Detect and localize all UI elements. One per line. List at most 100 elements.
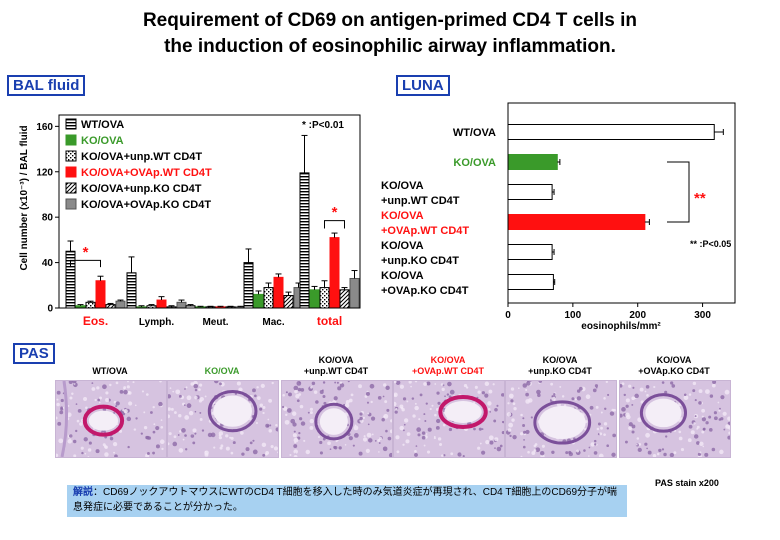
bal-bar	[309, 289, 320, 309]
bal-bar	[126, 272, 137, 309]
bal-total-bracket	[324, 220, 345, 229]
luna-x-tick-label: 100	[565, 310, 582, 321]
luna-bracket	[667, 161, 690, 223]
bal-legend-swatch	[65, 118, 77, 130]
bal-bar	[329, 237, 340, 309]
luna-category-label: WT/OVA	[453, 127, 496, 139]
bal-bar	[253, 293, 264, 309]
bal-category-label: Lymph.	[139, 317, 174, 328]
pas-histology-image	[505, 380, 617, 458]
luna-x-tick-label: 200	[629, 310, 646, 321]
bal-legend-swatch	[65, 182, 77, 194]
bal-bar	[299, 172, 310, 309]
bal-bar	[319, 287, 330, 309]
bal-fluid-chart: Cell number (x10⁻³) / BAL fluid 0 40 80 120…	[19, 114, 361, 328]
bal-legend-swatch	[65, 166, 77, 178]
luna-category-label: KO/OVA	[453, 157, 496, 169]
explanation-text: ：CD69ノックアウトマウスにWTのCD4 T細胞を移入した時のみ気道炎症が再現…	[73, 487, 618, 513]
pas-histology-image	[281, 380, 393, 458]
pas-panel-label-line: +OVAp.KO CD4T	[638, 366, 710, 376]
explanation-keyword: 解説	[73, 487, 93, 498]
bal-bar	[95, 280, 106, 309]
bal-y-axis-label: Cell number (x10⁻³) / BAL fluid	[19, 125, 30, 270]
page-subtitle: the induction of eosinophilic airway inf…	[164, 36, 616, 57]
bal-legend-swatch	[65, 134, 77, 146]
bal-significance-note: * :P<0.01	[302, 120, 344, 131]
bal-legend-label: KO/OVA+unp.WT CD4T	[81, 151, 202, 163]
pas-panel-label-line: +unp.WT CD4T	[303, 366, 369, 376]
luna-x-tick-label: 300	[694, 310, 711, 321]
bal-legend-label: KO/OVA+unp.KO CD4T	[81, 183, 202, 195]
bal-total-star: *	[332, 204, 338, 221]
pas-panel-label: KO/OVA+unp.WT CD4T	[276, 355, 396, 377]
bal-bar	[176, 301, 187, 309]
bal-legend-label: WT/OVA	[81, 119, 124, 131]
bal-plot-frame	[58, 114, 361, 309]
luna-plot-frame	[507, 102, 736, 304]
pas-histology-image	[619, 380, 731, 458]
bal-y-tick-label: 160	[36, 122, 53, 133]
bal-bar	[263, 287, 274, 309]
luna-bar	[507, 214, 646, 230]
luna-x-axis-label: eosinophils/mm²	[581, 321, 661, 332]
luna-bar	[507, 274, 554, 290]
bal-y-tick-label: 80	[42, 213, 54, 224]
luna-tag: LUNA	[396, 75, 450, 96]
bal-eos-bracket	[70, 259, 101, 268]
pas-panel-label: KO/OVA+OVAp.WT CD4T	[388, 355, 508, 377]
luna-x-tick-label: 0	[505, 310, 511, 321]
pas-panel-label-line: KO/OVA	[656, 355, 692, 365]
pas-panel-label: KO/OVA+unp.KO CD4T	[500, 355, 620, 377]
bal-y-tick-label: 0	[47, 304, 53, 315]
pas-panel-label: WT/OVA	[50, 366, 170, 377]
bal-bar	[243, 262, 254, 309]
bal-fluid-tag: BAL fluid	[7, 75, 86, 96]
luna-bar	[507, 244, 553, 260]
bal-bar	[85, 301, 96, 309]
bal-bar	[105, 304, 116, 309]
luna-bar	[507, 154, 558, 170]
pas-panel-label-line: KO/OVA	[542, 355, 578, 365]
pas-panel-label-line: KO/OVA	[204, 366, 240, 376]
bal-category-label: total	[317, 314, 342, 328]
pas-stain-label: PAS stain x200	[655, 478, 719, 488]
pas-panel-label-line: KO/OVA	[430, 355, 466, 365]
luna-category-label: KO/OVA	[381, 240, 424, 252]
pas-panel-label-line: +unp.KO CD4T	[528, 366, 592, 376]
luna-chart: WT/OVA KO/OVA KO/OVA +unp.WT CD4T KO/OVA +OVA…	[381, 102, 736, 332]
bal-legend-swatch	[65, 150, 77, 162]
pas-histology-image	[55, 380, 167, 458]
page-title: Requirement of CD69 on antigen-primed CD…	[142, 10, 638, 31]
luna-category-label: KO/OVA	[381, 180, 424, 192]
luna-bar	[507, 124, 715, 140]
bal-bar	[349, 277, 360, 309]
bal-legend-swatch	[65, 198, 77, 210]
bal-legend-label: KO/OVA	[81, 135, 124, 147]
pas-histology-image	[393, 380, 505, 458]
pas-tag: PAS	[13, 343, 55, 364]
bal-bar	[339, 289, 350, 309]
bal-category-label: Meut.	[202, 317, 228, 328]
bal-bar	[156, 299, 167, 309]
luna-category-label: +OVAp.KO CD4T	[381, 285, 469, 297]
luna-bar	[507, 184, 553, 200]
bal-category-label: Eos.	[83, 314, 108, 328]
bal-y-tick-label: 120	[36, 167, 53, 178]
bal-legend-label: KO/OVA+OVAp.KO CD4T	[81, 199, 211, 211]
explanation-box: 解説：CD69ノックアウトマウスにWTのCD4 T細胞を移入した時のみ気道炎症が…	[67, 485, 627, 517]
luna-category-label: KO/OVA	[381, 270, 424, 282]
pas-panel-label: KO/OVA	[162, 366, 282, 377]
pas-panel-label-line: WT/OVA	[92, 366, 128, 376]
pas-panel-label-line: KO/OVA	[318, 355, 354, 365]
luna-category-label: +unp.WT CD4T	[381, 195, 460, 207]
bal-bar	[115, 300, 126, 309]
bal-bar	[283, 295, 294, 309]
bal-eos-star: *	[83, 244, 89, 261]
bal-legend-label: KO/OVA+OVAp.WT CD4T	[81, 167, 212, 179]
luna-category-label: +unp.KO CD4T	[381, 255, 459, 267]
bal-category-label: Mac.	[262, 317, 284, 328]
bal-y-tick-label: 40	[42, 258, 54, 269]
pas-histology-image	[167, 380, 279, 458]
luna-star: **	[694, 190, 706, 207]
pas-panel-label-line: +OVAp.WT CD4T	[411, 366, 485, 376]
